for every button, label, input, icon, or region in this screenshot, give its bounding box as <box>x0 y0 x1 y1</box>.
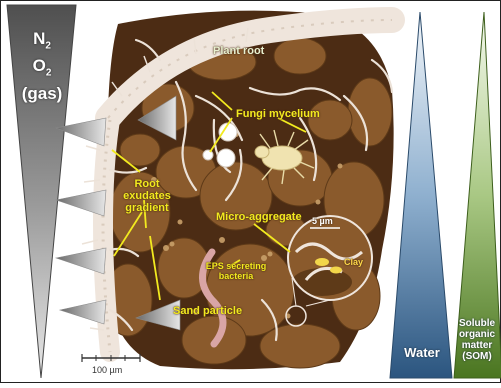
fungi-mycelium-label: Fungi mycelium <box>236 108 320 120</box>
sand-particle-label: Sand particle <box>173 305 242 317</box>
gas-label: N2 O2 (gas) <box>14 29 70 104</box>
som-label: Soluble organic matter (SOM) <box>454 318 500 362</box>
plant-root-label: Plant root <box>213 45 264 57</box>
gas-o2-subscript: 2 <box>46 68 52 79</box>
root-exudates-label: Root exudates gradient <box>120 178 174 214</box>
water-label: Water <box>394 345 450 360</box>
gas-n2-text: N <box>33 29 45 48</box>
scale-bar-label: 100 µm <box>92 364 122 376</box>
inset-scale-label: 5 µm <box>312 215 333 227</box>
gas-n2-subscript: 2 <box>45 40 51 51</box>
clay-label: Clay <box>344 256 363 268</box>
eps-bacteria-label: EPS secreting bacteria <box>201 261 271 281</box>
micro-aggregate-label: Micro-aggregate <box>216 211 302 223</box>
gas-phase-text: (gas) <box>14 84 70 104</box>
gas-o2-text: O <box>33 56 46 75</box>
